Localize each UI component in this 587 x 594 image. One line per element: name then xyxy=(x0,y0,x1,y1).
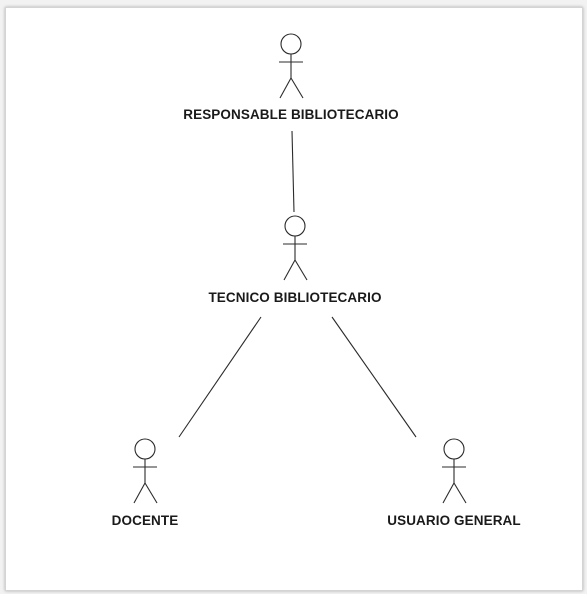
actor-figure-usuario[interactable] xyxy=(442,438,467,504)
actor-label-tecnico[interactable]: TECNICO BIBLIOTECARIO xyxy=(208,290,382,305)
association-line-responsable-tecnico xyxy=(291,130,295,213)
association-line-tecnico-usuario xyxy=(331,316,417,438)
actor-label-responsable[interactable]: RESPONSABLE BIBLIOTECARIO xyxy=(183,107,399,122)
actor-figure-tecnico[interactable] xyxy=(283,215,308,281)
diagram-canvas xyxy=(5,7,583,591)
actor-label-usuario[interactable]: USUARIO GENERAL xyxy=(387,513,521,528)
actor-figure-docente[interactable] xyxy=(133,438,158,504)
association-line-tecnico-docente xyxy=(178,316,262,438)
actor-figure-responsable[interactable] xyxy=(279,33,304,99)
actor-label-docente[interactable]: DOCENTE xyxy=(111,513,179,528)
